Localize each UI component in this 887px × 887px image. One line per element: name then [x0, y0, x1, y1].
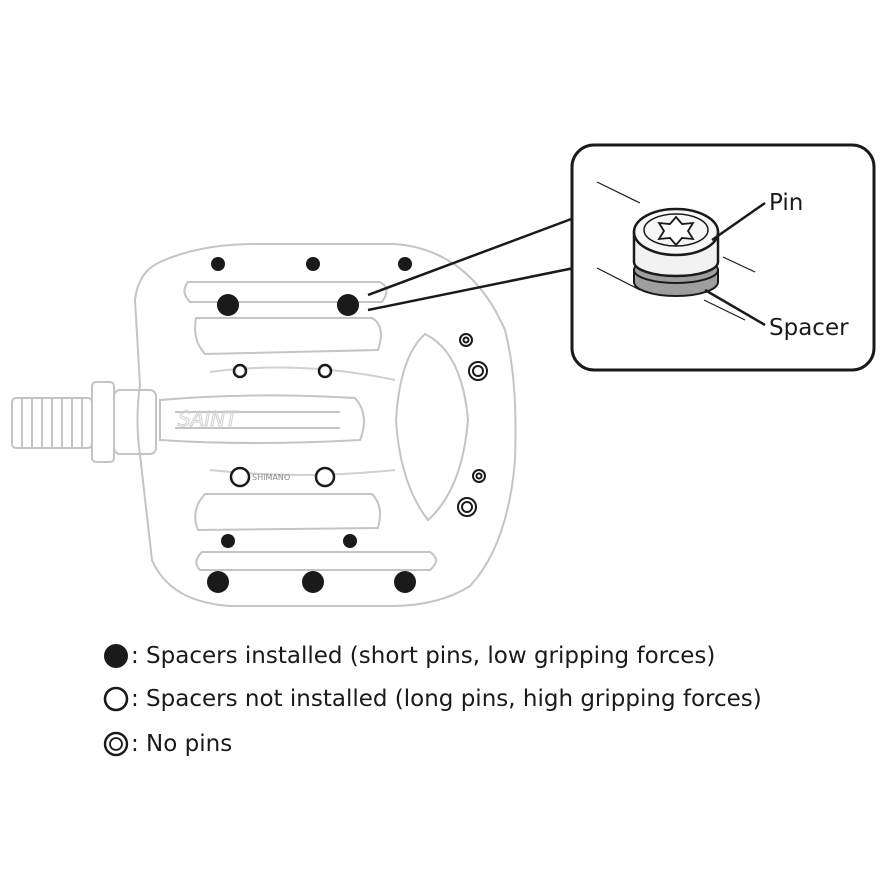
- pin-filled: [217, 294, 239, 316]
- lower-window: [194, 493, 381, 532]
- top-slot: [183, 281, 388, 303]
- pin-label: Pin: [769, 190, 803, 216]
- double-circle-icon: [103, 731, 129, 757]
- maker-logo: SHIMANO: [252, 473, 290, 482]
- spindle-channel: [159, 394, 365, 444]
- pedal-outline: [133, 243, 517, 607]
- upper-window: [194, 317, 382, 356]
- open-circle-icon: [103, 686, 129, 712]
- pedal-axle: [11, 381, 157, 463]
- brand-logo: SAINT: [178, 407, 239, 431]
- side-window: [394, 332, 470, 522]
- brand-logo-band: [175, 411, 340, 429]
- hole-no-pin: [472, 469, 486, 483]
- legend-text: : Spacers not installed (long pins, high…: [131, 686, 762, 712]
- hole-no-pin: [459, 333, 473, 347]
- surface-lines: [596, 181, 756, 321]
- legend-text: : No pins: [131, 731, 233, 757]
- pin-filled: [306, 257, 320, 271]
- pin-filled: [302, 571, 324, 593]
- legend-item-spacers-installed: : Spacers installed (short pins, low gri…: [103, 642, 715, 670]
- pin-filled: [211, 257, 225, 271]
- spacer-leader: [704, 288, 766, 327]
- pin-filled: [343, 534, 357, 548]
- bottom-slot: [195, 551, 437, 571]
- pin-open: [314, 466, 336, 488]
- filled-circle-icon: [104, 644, 128, 668]
- pedal-body: [11, 243, 517, 607]
- pin-filled: [337, 294, 359, 316]
- pin-filled: [394, 571, 416, 593]
- pin-open: [229, 466, 251, 488]
- pins-spacers-installed: [207, 257, 416, 593]
- legend-item-no-pins: : No pins: [103, 730, 232, 758]
- hole-no-pin: [468, 361, 488, 381]
- holes-no-pins: [457, 333, 488, 517]
- torx-socket-icon: [657, 215, 695, 247]
- pin-open: [232, 363, 248, 379]
- legend-text: : Spacers installed (short pins, low gri…: [131, 643, 716, 669]
- hole-no-pin: [457, 497, 477, 517]
- pin-detail: [632, 207, 720, 297]
- pin-filled: [207, 571, 229, 593]
- leader-lines: [704, 201, 766, 327]
- spacer-label: Spacer: [769, 315, 849, 341]
- pin-filled: [221, 534, 235, 548]
- legend-item-spacers-not-installed: : Spacers not installed (long pins, high…: [103, 685, 762, 713]
- pin-leader: [711, 201, 766, 242]
- pins-spacers-not-installed: [229, 363, 336, 488]
- pin-open: [317, 363, 333, 379]
- callout-pointer: [367, 216, 575, 312]
- pin-filled: [398, 257, 412, 271]
